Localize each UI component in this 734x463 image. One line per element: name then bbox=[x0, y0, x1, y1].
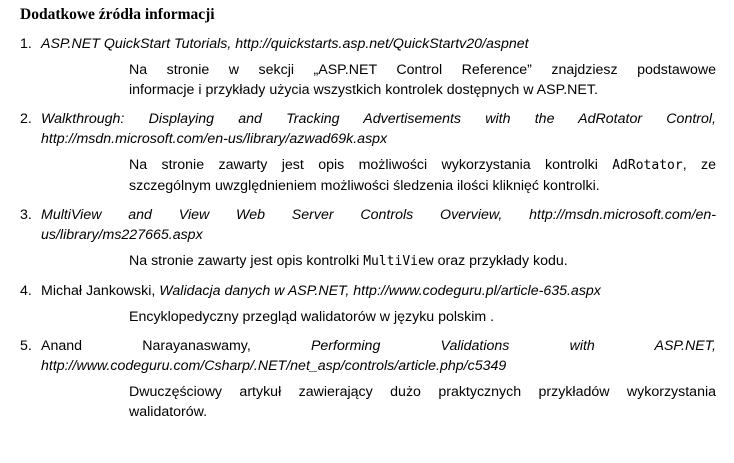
description-line: Dwuczęściowy artykuł zawierający dużo pr… bbox=[129, 384, 716, 400]
reference-author: Michał Jankowski, bbox=[41, 283, 160, 299]
item-number: 1. bbox=[20, 36, 32, 52]
reference-item-2: 2. Walkthrough: Displaying and Tracking … bbox=[20, 109, 716, 196]
reference-item-5: 5. Anand Narayanaswamy, Performing Valid… bbox=[20, 336, 716, 422]
description-text: Na stronie zawarty jest opis możliwości … bbox=[129, 157, 613, 173]
description-text: oraz przykłady kodu. bbox=[433, 253, 568, 269]
reference-title: Walkthrough: Displaying and Tracking Adv… bbox=[41, 109, 716, 149]
reference-title: Anand Narayanaswamy, Performing Validati… bbox=[41, 336, 716, 376]
code-term: MultiView bbox=[363, 254, 434, 269]
description-text: , ze bbox=[682, 157, 716, 173]
reference-description: Na stronie zawarty jest opis kontrolki M… bbox=[129, 251, 716, 272]
item-number: 3. bbox=[20, 207, 32, 223]
reference-entry: 3. MultiView and View Web Server Control… bbox=[20, 205, 716, 245]
reference-title-line: MultiView and View Web Server Controls O… bbox=[41, 207, 716, 223]
reference-url-line: http://www.codeguru.com/Csharp/.NET/net_… bbox=[41, 358, 507, 374]
code-term: AdRotator bbox=[612, 158, 683, 173]
reference-description: Dwuczęściowy artykuł zawierający dużo pr… bbox=[129, 382, 716, 422]
reference-title-line: Anand Narayanaswamy, Performing Validati… bbox=[41, 336, 716, 356]
description-line: Na stronie zawarty jest opis kontrolki M… bbox=[129, 251, 716, 272]
description-line: walidatorów. bbox=[129, 404, 208, 420]
reference-entry: 4. Michał Jankowski, Walidacja danych w … bbox=[20, 281, 716, 301]
description-line: Na stronie zawarty jest opis możliwości … bbox=[129, 155, 716, 176]
description-line: Encyklopedyczny przegląd walidatorów w j… bbox=[129, 309, 495, 325]
reference-entry: 5. Anand Narayanaswamy, Performing Valid… bbox=[20, 336, 716, 376]
description-line: Na stronie w sekcji „ASP.NET Control Ref… bbox=[129, 62, 716, 78]
item-number: 2. bbox=[20, 111, 32, 127]
item-number: 5. bbox=[20, 338, 32, 354]
reference-title-line: Walkthrough: Displaying and Tracking Adv… bbox=[41, 111, 716, 127]
reference-entry: 2. Walkthrough: Displaying and Tracking … bbox=[20, 109, 716, 149]
reference-url-line: http://msdn.microsoft.com/en-us/library/… bbox=[41, 131, 388, 147]
item-number: 4. bbox=[20, 283, 32, 299]
reference-title: MultiView and View Web Server Controls O… bbox=[41, 205, 716, 245]
reference-work: Performing Validations with ASP.NET, bbox=[310, 338, 716, 354]
reference-author: Anand Narayanaswamy, bbox=[41, 338, 311, 354]
reference-item-3: 3. MultiView and View Web Server Control… bbox=[20, 205, 716, 272]
reference-url-line: us/library/ms227665.aspx bbox=[41, 227, 203, 243]
reference-description: Encyklopedyczny przegląd walidatorów w j… bbox=[129, 307, 716, 327]
reference-entry: 1. ASP.NET QuickStart Tutorials, http://… bbox=[20, 34, 716, 54]
reference-title: Michał Jankowski, Walidacja danych w ASP… bbox=[41, 281, 716, 301]
reference-description: Na stronie zawarty jest opis możliwości … bbox=[129, 155, 716, 196]
reference-item-1: 1. ASP.NET QuickStart Tutorials, http://… bbox=[20, 34, 716, 100]
description-line: informacje i przykłady użycia wszystkich… bbox=[129, 82, 598, 98]
section-heading: Dodatkowe źródła informacji bbox=[20, 6, 215, 23]
reference-item-4: 4. Michał Jankowski, Walidacja danych w … bbox=[20, 281, 716, 327]
description-text: Na stronie zawarty jest opis kontrolki bbox=[129, 253, 364, 269]
description-line: szczególnym uwzględnieniem możliwości śl… bbox=[129, 178, 600, 194]
reference-title: ASP.NET QuickStart Tutorials, http://qui… bbox=[41, 36, 529, 52]
reference-work: Walidacja danych w ASP.NET, http://www.c… bbox=[159, 283, 601, 299]
reference-description: Na stronie w sekcji „ASP.NET Control Ref… bbox=[129, 60, 716, 100]
